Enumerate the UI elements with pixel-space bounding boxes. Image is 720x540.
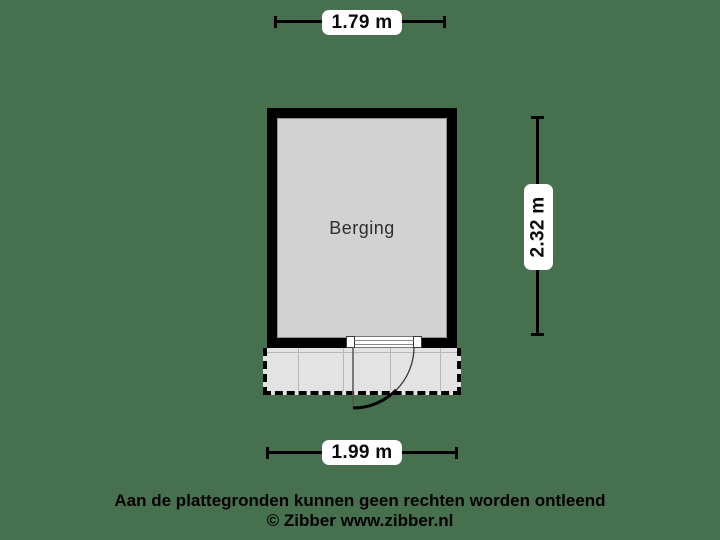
footer-credit: © Zibber www.zibber.nl (266, 511, 454, 530)
dim-bottom-value: 1.99 m (331, 441, 393, 463)
patio-tile-line-horizontal (267, 352, 457, 353)
dim-top-label: 1.79 m (322, 10, 402, 35)
door-post-right (413, 336, 422, 348)
patio-tile-line (298, 348, 299, 391)
door-sill-line (355, 344, 413, 345)
door-swing (352, 346, 415, 410)
door-leaf-arc (352, 389, 398, 410)
dim-right-tick-bottom (531, 333, 544, 336)
room-label: Berging (329, 217, 395, 238)
dim-top-tick-right (443, 16, 446, 28)
dim-top-value: 1.79 m (331, 11, 393, 33)
patio-tile-line (440, 348, 441, 391)
patio-area (263, 348, 461, 395)
room-berging: Berging (277, 118, 447, 338)
footer: Aan de plattegronden kunnen geen rechten… (0, 491, 720, 531)
dim-bottom-tick-right (455, 447, 458, 459)
dim-right-value: 2.32 m (527, 196, 549, 258)
dim-right-label: 2.32 m (524, 184, 553, 270)
patio-tile-line (343, 348, 344, 391)
door-sill-line (355, 340, 413, 341)
dim-bottom-label: 1.99 m (322, 440, 402, 465)
patio-tile-line (390, 348, 391, 391)
footer-disclaimer: Aan de plattegronden kunnen geen rechten… (114, 491, 606, 510)
door-post-left (346, 336, 355, 348)
